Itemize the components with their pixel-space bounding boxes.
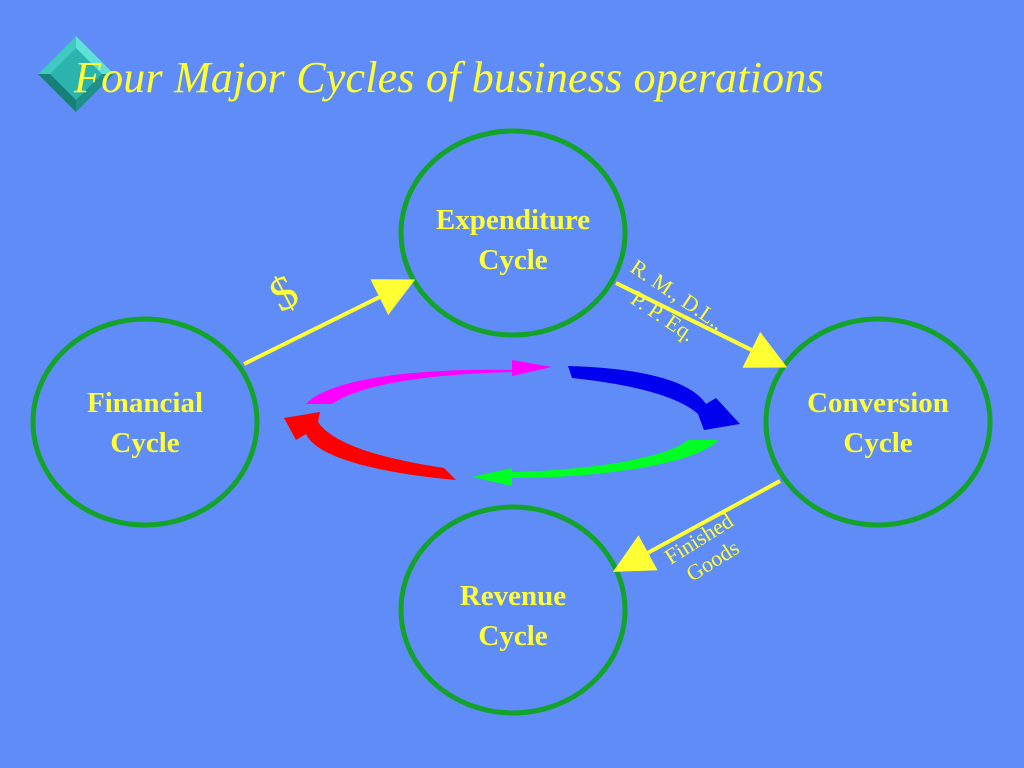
expenditure-to-conversion-arrow — [615, 281, 788, 368]
expenditure-line2: Cycle — [478, 244, 548, 276]
green-cycle-arrow — [472, 440, 718, 486]
revenue-line1: Revenue — [459, 580, 567, 612]
diamond-bullet-icon — [38, 36, 114, 112]
financial-cycle-circle — [30, 316, 260, 528]
financial-line2: Cycle — [110, 427, 180, 459]
conversion-cycle-circle — [763, 316, 993, 528]
blue-cycle-arrow — [568, 366, 740, 430]
magenta-cycle-arrow — [306, 360, 552, 404]
revenue-line2: Cycle — [478, 620, 548, 652]
expenditure-cycle-circle — [398, 128, 628, 338]
conversion-cycle-label: Conversion Cycle — [778, 383, 978, 463]
revenue-cycle-circle — [398, 504, 628, 716]
red-cycle-arrow — [284, 412, 456, 480]
financial-to-expenditure-arrow — [243, 279, 416, 366]
conversion-to-revenue-arrow — [612, 479, 781, 572]
financial-line1: Financial — [86, 387, 203, 419]
page-title: Four Major Cycles of business operations — [74, 53, 824, 102]
financial-cycle-label: Financial Cycle — [45, 383, 245, 463]
revenue-cycle-label: Revenue Cycle — [413, 576, 613, 656]
expenditure-line1: Expenditure — [435, 204, 591, 236]
conversion-line2: Cycle — [843, 427, 913, 459]
expenditure-cycle-label: Expenditure Cycle — [413, 200, 613, 280]
conversion-line1: Conversion — [807, 387, 949, 419]
